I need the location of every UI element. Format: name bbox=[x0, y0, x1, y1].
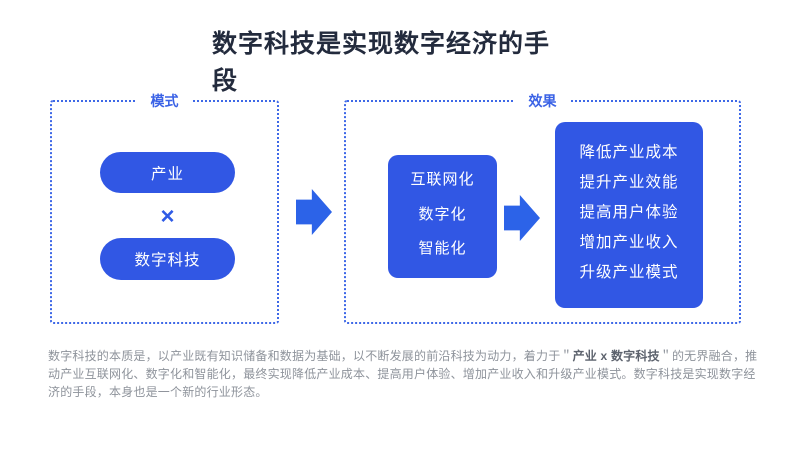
result-item: 降低产业成本 bbox=[579, 144, 679, 161]
arrow-right-icon bbox=[296, 189, 332, 235]
mode-section-label: 模式 bbox=[136, 91, 193, 111]
description-paragraph: 数字科技的本质是，以产业既有知识储备和数据为基础，以不断发展的前沿科技为动力，着… bbox=[48, 347, 760, 401]
transformation-item: 智能化 bbox=[418, 240, 467, 257]
paragraph-bold-text: 产业 x 数字科技 bbox=[572, 349, 660, 363]
digital-tech-pill: 数字科技 bbox=[100, 238, 235, 280]
paragraph-text: ＂的无界融合，推动产业互联网化、数字化和智能化，最终实现降低产业成本、提高用户体… bbox=[48, 349, 758, 399]
page-title: 数字科技是实现数字经济的手段 bbox=[212, 30, 551, 95]
transformation-item: 互联网化 bbox=[410, 171, 475, 188]
mode-section: 模式 bbox=[50, 91, 279, 324]
paragraph-text: 数字科技的本质是，以产业既有知识储备和数据为基础，以不断发展的前沿科技为动力，着… bbox=[48, 349, 573, 363]
effect-section-label: 效果 bbox=[514, 91, 571, 111]
transformation-card: 互联网化 数字化 智能化 bbox=[388, 155, 497, 278]
result-item: 提高用户体验 bbox=[579, 204, 679, 221]
result-item: 升级产业模式 bbox=[579, 264, 679, 281]
result-item: 增加产业收入 bbox=[579, 234, 679, 251]
results-card: 降低产业成本 提升产业效能 提高用户体验 增加产业收入 升级产业模式 bbox=[555, 122, 703, 308]
industry-pill: 产业 bbox=[100, 152, 235, 193]
effect-section: 效果 bbox=[344, 91, 741, 324]
multiply-icon: × bbox=[160, 203, 175, 230]
result-item: 提升产业效能 bbox=[579, 174, 679, 191]
transformation-item: 数字化 bbox=[418, 205, 467, 223]
